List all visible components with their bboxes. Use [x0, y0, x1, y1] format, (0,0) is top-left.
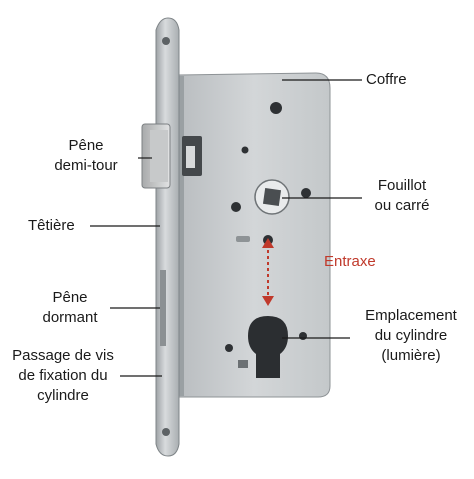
- label-pene-demi-tour-line2: demi-tour: [54, 157, 118, 174]
- faceplate-screw-hole-top: [162, 37, 170, 45]
- cylinder-side-hole-left: [225, 344, 233, 352]
- label-coffre: Coffre: [366, 71, 407, 88]
- deadbolt-slot: [160, 270, 166, 346]
- cylinder-side-hole-right: [299, 332, 307, 340]
- case-edge: [176, 76, 184, 396]
- label-emplacement-line2: du cylindre: [374, 327, 448, 344]
- label-passage-line1: Passage de vis: [12, 347, 114, 364]
- label-pene-dormant-line1: Pêne: [52, 289, 88, 306]
- follower-side-hole-left: [231, 202, 241, 212]
- label-passage-line3: cylindre: [37, 387, 89, 404]
- label-fouillot-line2: ou carré: [374, 197, 430, 214]
- label-pene-dormant-line2: dormant: [42, 309, 98, 326]
- label-emplacement-line3: (lumière): [381, 347, 441, 364]
- faceplate-screw-hole-bottom: [162, 428, 170, 436]
- follower-side-hole-right: [301, 188, 311, 198]
- latch-bolt-face: [150, 130, 168, 182]
- small-lever: [236, 236, 250, 242]
- label-pene-dormant: Pêne dormant: [30, 288, 110, 328]
- case-mounting-hole: [270, 102, 282, 114]
- lock-case: [177, 72, 331, 398]
- small-hole: [241, 146, 249, 154]
- label-fouillot: Fouillot ou carré: [360, 176, 444, 216]
- label-emplacement-line1: Emplacement: [365, 307, 457, 324]
- cylinder-cutout: [248, 316, 288, 378]
- label-pene-demi-tour-line1: Pêne: [68, 137, 104, 154]
- label-passage-line2: de fixation du: [18, 367, 108, 384]
- cylinder-lower-notch: [238, 360, 248, 368]
- label-passage-de-vis: Passage de vis de fixation du cylindre: [4, 346, 122, 406]
- entraxe-arrow-head-bottom: [262, 296, 274, 306]
- label-tetiere: Têtière: [28, 217, 75, 234]
- entraxe-arrow-head-top: [262, 238, 274, 248]
- label-entraxe: Entraxe: [324, 253, 376, 270]
- follower-square: [262, 187, 282, 207]
- label-fouillot-line1: Fouillot: [377, 177, 427, 194]
- faceplate: [155, 17, 180, 457]
- latch-tail: [186, 146, 195, 168]
- label-emplacement: Emplacement du cylindre (lumière): [352, 306, 470, 366]
- label-pene-demi-tour: Pêne demi-tour: [36, 136, 136, 176]
